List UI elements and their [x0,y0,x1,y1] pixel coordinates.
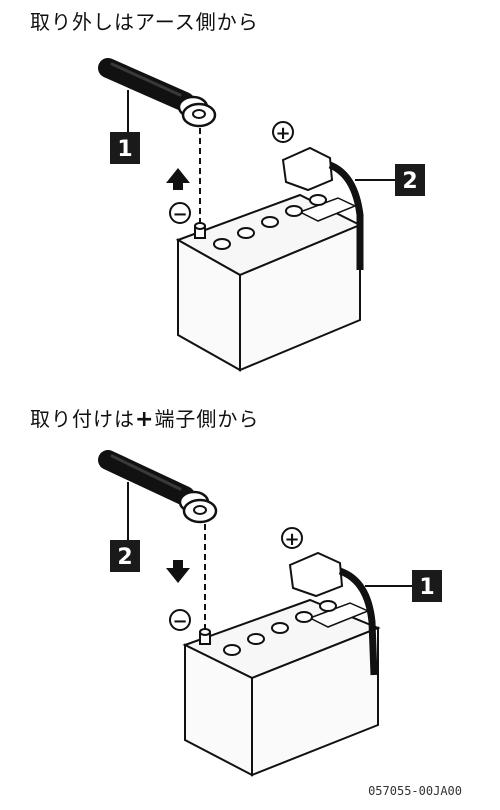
callout-cable-label: 2 [117,545,132,570]
step2-heading-plus: + [135,407,155,432]
negative-cable [98,58,217,128]
negative-sign: − [169,609,191,632]
positive-clamp [288,551,378,676]
step1-heading: 取り外しはアース側から [30,10,259,34]
figure-code: 057055-00JA00 [368,784,462,798]
svg-text:+: + [284,529,299,550]
positive-sign: + [281,527,303,550]
step2-heading-prefix: 取り付けは [30,407,135,431]
battery [182,598,381,777]
callout-cable: 2 [110,540,140,572]
positive-sign: + [272,121,294,144]
arrow-up-icon [166,168,190,190]
callout-cable: 1 [110,132,140,164]
step2-heading: 取り付けは+端子側から [30,403,259,432]
svg-text:−: − [172,611,187,632]
callout-clamp-label: 1 [419,575,434,600]
callout-clamp: 2 [395,164,425,196]
battery-removal-diagram: 1 − + 2 [98,58,425,372]
callout-clamp-label: 2 [402,169,417,194]
step2-heading-suffix: 端子側から [154,407,260,431]
negative-cable [98,450,218,524]
svg-text:−: − [172,204,187,225]
callout-cable-label: 1 [117,137,132,162]
positive-clamp [281,146,364,270]
battery [175,193,363,372]
negative-sign: − [169,202,191,225]
callout-clamp: 1 [412,570,442,602]
battery-installation-diagram: 2 − + 1 [98,450,442,777]
arrow-down-icon [166,560,190,583]
svg-text:+: + [275,123,290,144]
